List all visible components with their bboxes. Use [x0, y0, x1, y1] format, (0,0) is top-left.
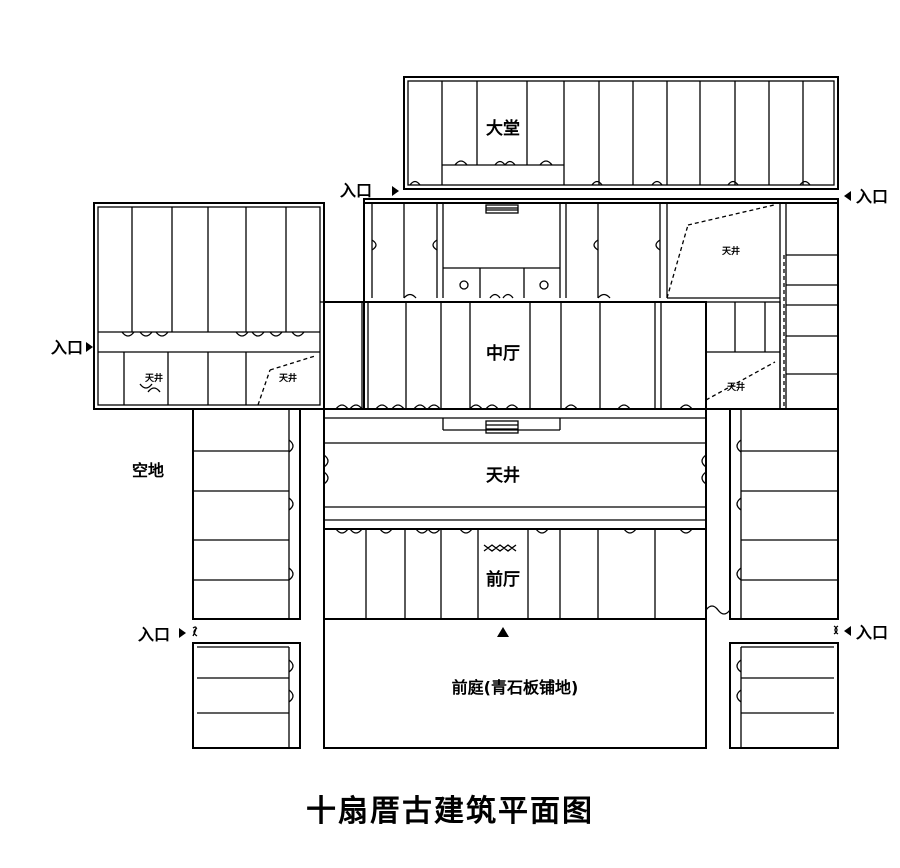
- label-hall: 大堂: [486, 118, 520, 139]
- label-open-land: 空地: [132, 461, 164, 480]
- label-entrance-left: 入口: [51, 338, 83, 357]
- left-side-rooms: [192, 408, 301, 749]
- label-middle-hall: 中厅: [486, 343, 520, 364]
- label-front-yard: 前庭(青石板铺地): [452, 678, 579, 697]
- central-courtyard: [323, 408, 707, 530]
- entrance-arrow-left: [86, 342, 93, 352]
- entrance-arrow-bottom-right: [844, 626, 851, 636]
- label-courtyard-left-a: 天井: [145, 372, 163, 384]
- right-side-rooms: [705, 408, 839, 749]
- diagram-title: 十扇厝古建筑平面图: [306, 794, 594, 829]
- label-courtyard-left-b: 天井: [279, 372, 297, 384]
- label-courtyard-mid-right: 天井: [727, 381, 745, 393]
- middle-hall-row: [323, 301, 781, 410]
- label-entrance-top-right: 入口: [856, 187, 888, 206]
- label-courtyard-top-right: 天井: [722, 245, 740, 257]
- entrance-arrow-top-right: [844, 191, 851, 201]
- label-entrance-bottom-right: 入口: [856, 623, 888, 642]
- front-yard: [323, 618, 707, 749]
- top-hall-block: [403, 76, 839, 190]
- label-entrance-bottom-left: 入口: [138, 625, 170, 644]
- entrance-arrow-top-left: [392, 186, 399, 196]
- entrance-arrow-bottom-left: [179, 628, 186, 638]
- upper-main-block: [363, 198, 839, 410]
- label-front-hall: 前厅: [486, 569, 520, 590]
- label-main-courtyard: 天井: [486, 465, 520, 486]
- label-entrance-top-left: 入口: [340, 181, 372, 200]
